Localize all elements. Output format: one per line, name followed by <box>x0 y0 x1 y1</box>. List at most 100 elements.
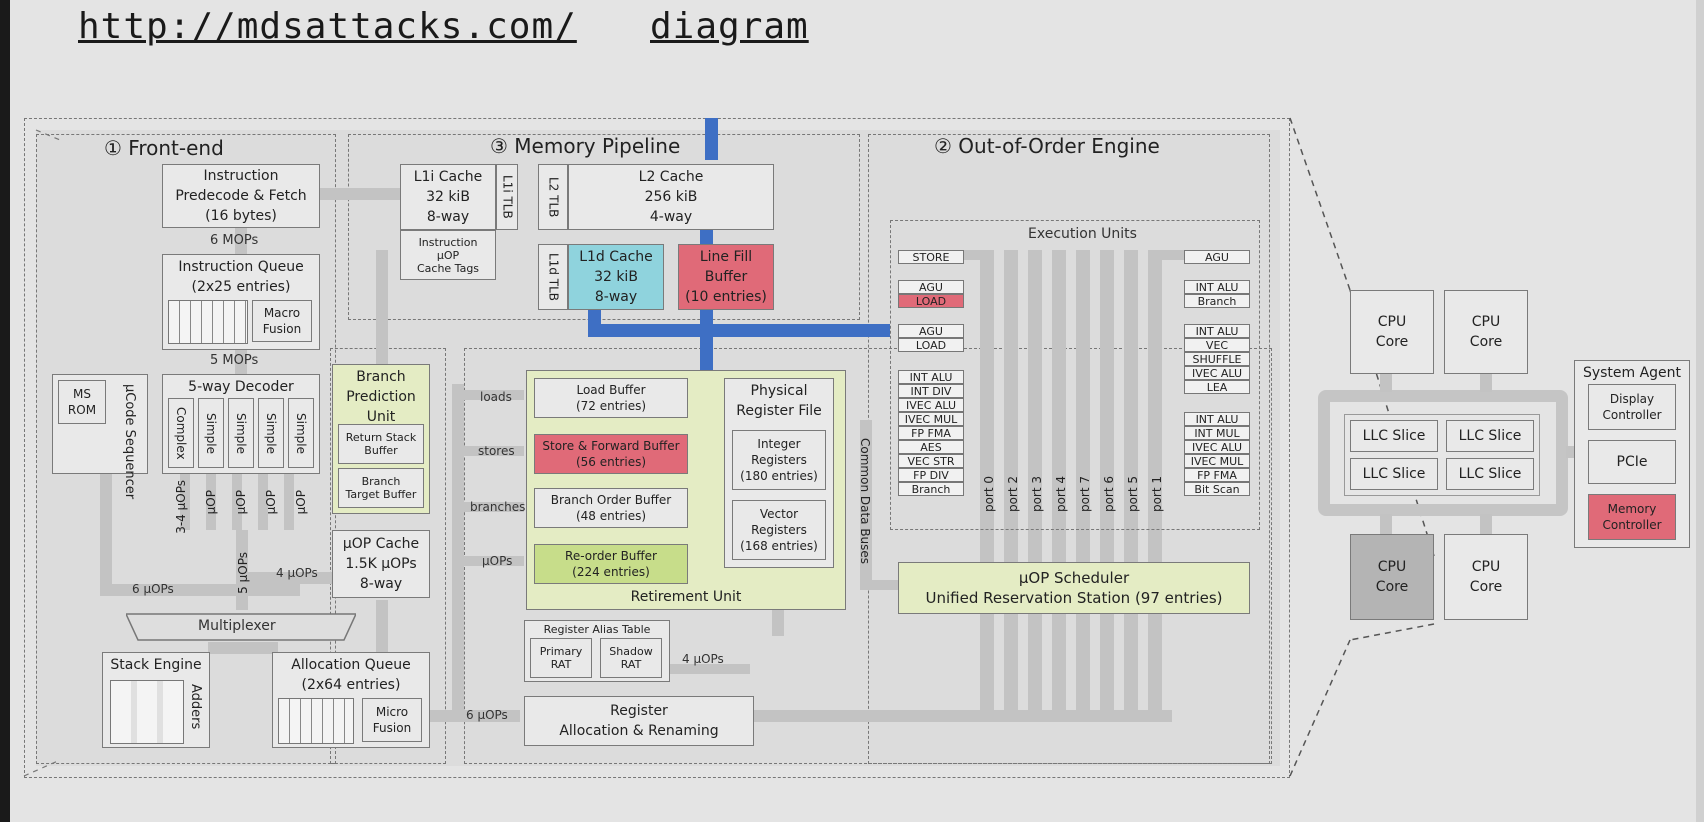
wire <box>860 580 900 590</box>
blue-bus <box>588 324 890 337</box>
decoder-simple: Simple <box>258 398 284 468</box>
decoder-complex: Complex <box>168 398 194 468</box>
llc-slice: LLC Slice <box>1446 420 1534 452</box>
decoder-simple: Simple <box>288 398 314 468</box>
loads-label: loads <box>480 390 512 404</box>
diagram-title: diagram <box>650 6 809 47</box>
eu-shuffle: SHUFFLE <box>1184 352 1250 366</box>
eu-agu: AGU <box>898 324 964 338</box>
eu-int-div: INT DIV <box>898 384 964 398</box>
window-edge-right <box>1696 0 1704 822</box>
eu-fp-div: FP DIV <box>898 468 964 482</box>
memory-pipeline-title: ③ Memory Pipeline <box>490 134 681 158</box>
eu-ivec-mul: IVEC MUL <box>1184 454 1250 468</box>
ports-bus <box>980 250 1170 720</box>
eu-int-alu: INT ALU <box>1184 280 1250 294</box>
common-data-buses-label: Common Data Buses <box>858 438 872 565</box>
execution-units-title: Execution Units <box>1028 226 1137 242</box>
llc-slice: LLC Slice <box>1350 458 1438 490</box>
wire <box>376 250 388 364</box>
llc-slice: LLC Slice <box>1350 420 1438 452</box>
eu-load: LOAD <box>898 338 964 352</box>
mops-5-label: 5 MOPs <box>210 353 259 368</box>
multiplexer <box>126 613 356 641</box>
branch-order-buffer: Branch Order Buffer(48 entries) <box>534 488 688 528</box>
wire <box>452 390 524 400</box>
ring-bus-outer <box>1318 390 1568 516</box>
wire <box>452 446 524 456</box>
core-boundary <box>24 118 1290 778</box>
execution-units-region <box>890 220 1260 530</box>
ring-link <box>1480 514 1492 536</box>
eu-vec-str: VEC STR <box>898 454 964 468</box>
window-edge <box>0 0 10 822</box>
stores-label: stores <box>478 444 515 458</box>
wire <box>180 470 310 530</box>
load-buffer: Load Buffer(72 entries) <box>534 378 688 418</box>
eu-fp-fma: FP FMA <box>898 426 964 440</box>
uops-label: μOPs <box>482 554 513 568</box>
cpu-core-highlighted: CPU Core <box>1350 534 1434 620</box>
eu-branch: Branch <box>898 482 964 496</box>
wire <box>1160 250 1194 260</box>
mops-6-label: 6 MOPs <box>210 233 259 248</box>
eu-int-alu: INT ALU <box>1184 412 1250 426</box>
eu-agu-right: AGU <box>1184 250 1250 264</box>
pcie: PCIe <box>1588 440 1676 484</box>
eu-int-alu: INT ALU <box>898 370 964 384</box>
four-uops-rat-label: 4 μOPs <box>682 652 724 666</box>
eu-int-alu: INT ALU <box>1184 324 1250 338</box>
source-url[interactable]: http://mdsattacks.com/ <box>78 6 577 47</box>
eu-ivec-alu: IVEC ALU <box>898 398 964 412</box>
wire <box>208 642 278 654</box>
branches-label: branches <box>470 500 526 514</box>
wire <box>662 664 750 674</box>
decoder-simple: Simple <box>228 398 254 468</box>
ooo-engine-title: ② Out-of-Order Engine <box>934 134 1160 158</box>
eu-ivec-alu: IVEC ALU <box>1184 366 1250 380</box>
wire <box>235 226 247 256</box>
eu-branch: Branch <box>1184 294 1250 308</box>
ucode-sequencer-label: μCode Sequencer <box>122 384 137 500</box>
wire <box>320 188 400 200</box>
cpu-core: CPU Core <box>1444 534 1528 620</box>
eu-ivec-alu: IVEC ALU <box>1184 440 1250 454</box>
front-end-title: ① Front-end <box>104 136 224 160</box>
wire <box>240 572 336 584</box>
wire <box>860 420 872 590</box>
l1d-tlb: L1d TLB <box>538 244 568 310</box>
stack-engine-slots <box>110 680 184 744</box>
wire <box>376 600 388 656</box>
alloc-queue-slots <box>278 698 354 744</box>
decoder-simple: Simple <box>198 398 224 468</box>
l1i-tlb: L1i TLB <box>496 164 518 230</box>
eu-aes: AES <box>898 440 964 454</box>
wire <box>100 584 300 596</box>
memory-pipeline-region <box>348 134 860 320</box>
reorder-buffer: Re-order Buffer(224 entries) <box>534 544 688 584</box>
cpu-core: CPU Core <box>1350 290 1434 374</box>
wire <box>235 348 247 376</box>
eu-agu: AGU <box>898 280 964 294</box>
llc-slice: LLC Slice <box>1446 458 1534 490</box>
blue-bus <box>700 228 713 248</box>
four-uops-label: 4 μOPs <box>276 566 318 580</box>
queue-slots <box>168 300 248 344</box>
eu-store: STORE <box>898 250 964 264</box>
adders-label: Adders <box>188 684 203 730</box>
